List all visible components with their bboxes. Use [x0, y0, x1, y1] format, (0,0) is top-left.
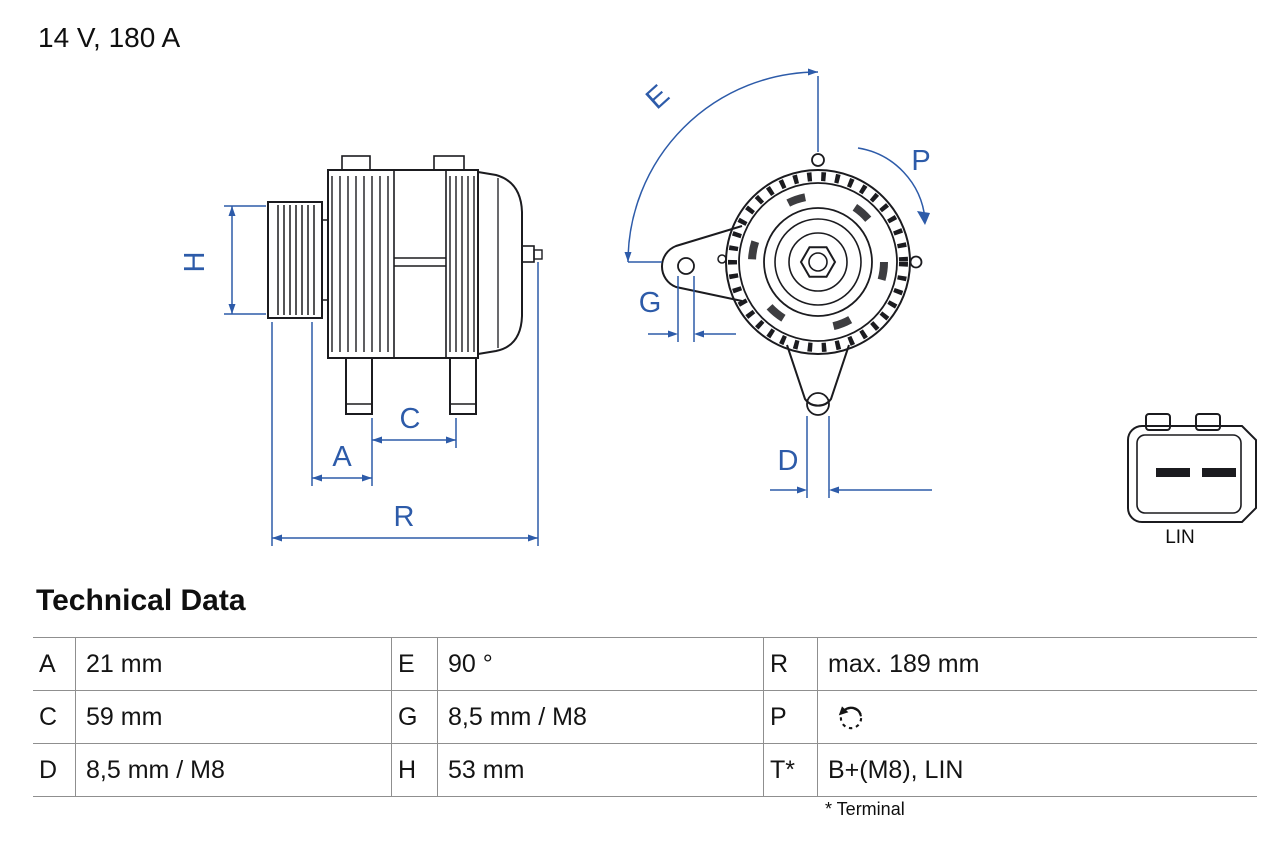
terminal-pin	[1156, 468, 1190, 477]
key-cell-h: H	[391, 744, 437, 796]
dimension-label-d: D	[778, 445, 799, 477]
fan-slots	[748, 192, 888, 332]
table-row: D 8,5 mm / M8 H 53 mm T* B+(M8), LIN	[33, 743, 1257, 797]
bottom-mounting-lug	[786, 344, 850, 416]
technical-data-heading: Technical Data	[36, 584, 246, 617]
page-title: 14 V, 180 A	[38, 22, 181, 53]
footnote-terminal: * Terminal	[825, 799, 905, 819]
alternator-side-view	[267, 155, 543, 415]
dimension-g	[648, 276, 736, 342]
value-cell-g: 8,5 mm / M8	[437, 691, 763, 743]
dimension-label-h: H	[179, 252, 211, 273]
dimension-c	[372, 418, 457, 448]
pulley	[267, 201, 329, 319]
table-row: C 59 mm G 8,5 mm / M8 P	[33, 690, 1257, 743]
key-cell-p: P	[763, 691, 817, 743]
key-cell-c: C	[39, 702, 58, 731]
dimension-label-a: A	[332, 441, 352, 473]
key-cell-a: A	[39, 649, 56, 678]
dimension-e	[624, 68, 819, 263]
dimension-label-r: R	[394, 501, 415, 533]
value-cell-a: 21 mm	[75, 638, 391, 690]
dimension-h	[224, 205, 266, 315]
value-cell-h: 53 mm	[437, 744, 763, 796]
value-cell-r: max. 189 mm	[817, 638, 1257, 690]
left-mounting-lug	[660, 225, 743, 302]
technical-data-table: A 21 mm E 90 ° R max. 189 mm C 59 mm G 8…	[33, 637, 1257, 797]
dimension-a	[311, 322, 373, 486]
dimension-label-c: C	[400, 403, 421, 435]
shaft-nut	[799, 246, 837, 278]
key-cell-r: R	[763, 638, 817, 690]
b-plus-terminal	[521, 245, 535, 263]
technical-drawing: H A C R	[179, 68, 1257, 548]
mounting-feet	[345, 357, 477, 415]
dimension-p	[857, 147, 930, 225]
stator-vent-slots	[728, 172, 908, 352]
alternator-body	[327, 155, 479, 359]
dimension-r	[271, 262, 539, 546]
alternator-front-view	[660, 153, 923, 416]
value-cell-d: 8,5 mm / M8	[75, 744, 391, 796]
terminal-pin	[1202, 468, 1236, 477]
value-cell-t: B+(M8), LIN	[817, 744, 1257, 796]
dimension-label-e: E	[640, 79, 676, 116]
connector-label: LIN	[1165, 527, 1195, 548]
key-cell-d: D	[39, 755, 58, 784]
key-cell-g: G	[391, 691, 437, 743]
value-cell-c: 59 mm	[75, 691, 391, 743]
value-cell-p	[817, 691, 1257, 743]
table-row: A 21 mm E 90 ° R max. 189 mm	[33, 637, 1257, 690]
key-cell-t: T*	[763, 744, 817, 796]
top-eyelet	[811, 153, 825, 167]
dimension-label-p: P	[911, 145, 930, 177]
side-eyelet	[909, 255, 923, 269]
lin-connector: LIN	[1127, 413, 1257, 548]
dimension-label-g: G	[639, 287, 662, 319]
rear-cover	[477, 171, 543, 355]
side-view-dimensions: H A C R	[179, 205, 539, 546]
rotation-direction-icon	[838, 706, 863, 730]
dimension-d	[770, 416, 932, 498]
value-cell-e: 90 °	[437, 638, 763, 690]
key-cell-e: E	[391, 638, 437, 690]
